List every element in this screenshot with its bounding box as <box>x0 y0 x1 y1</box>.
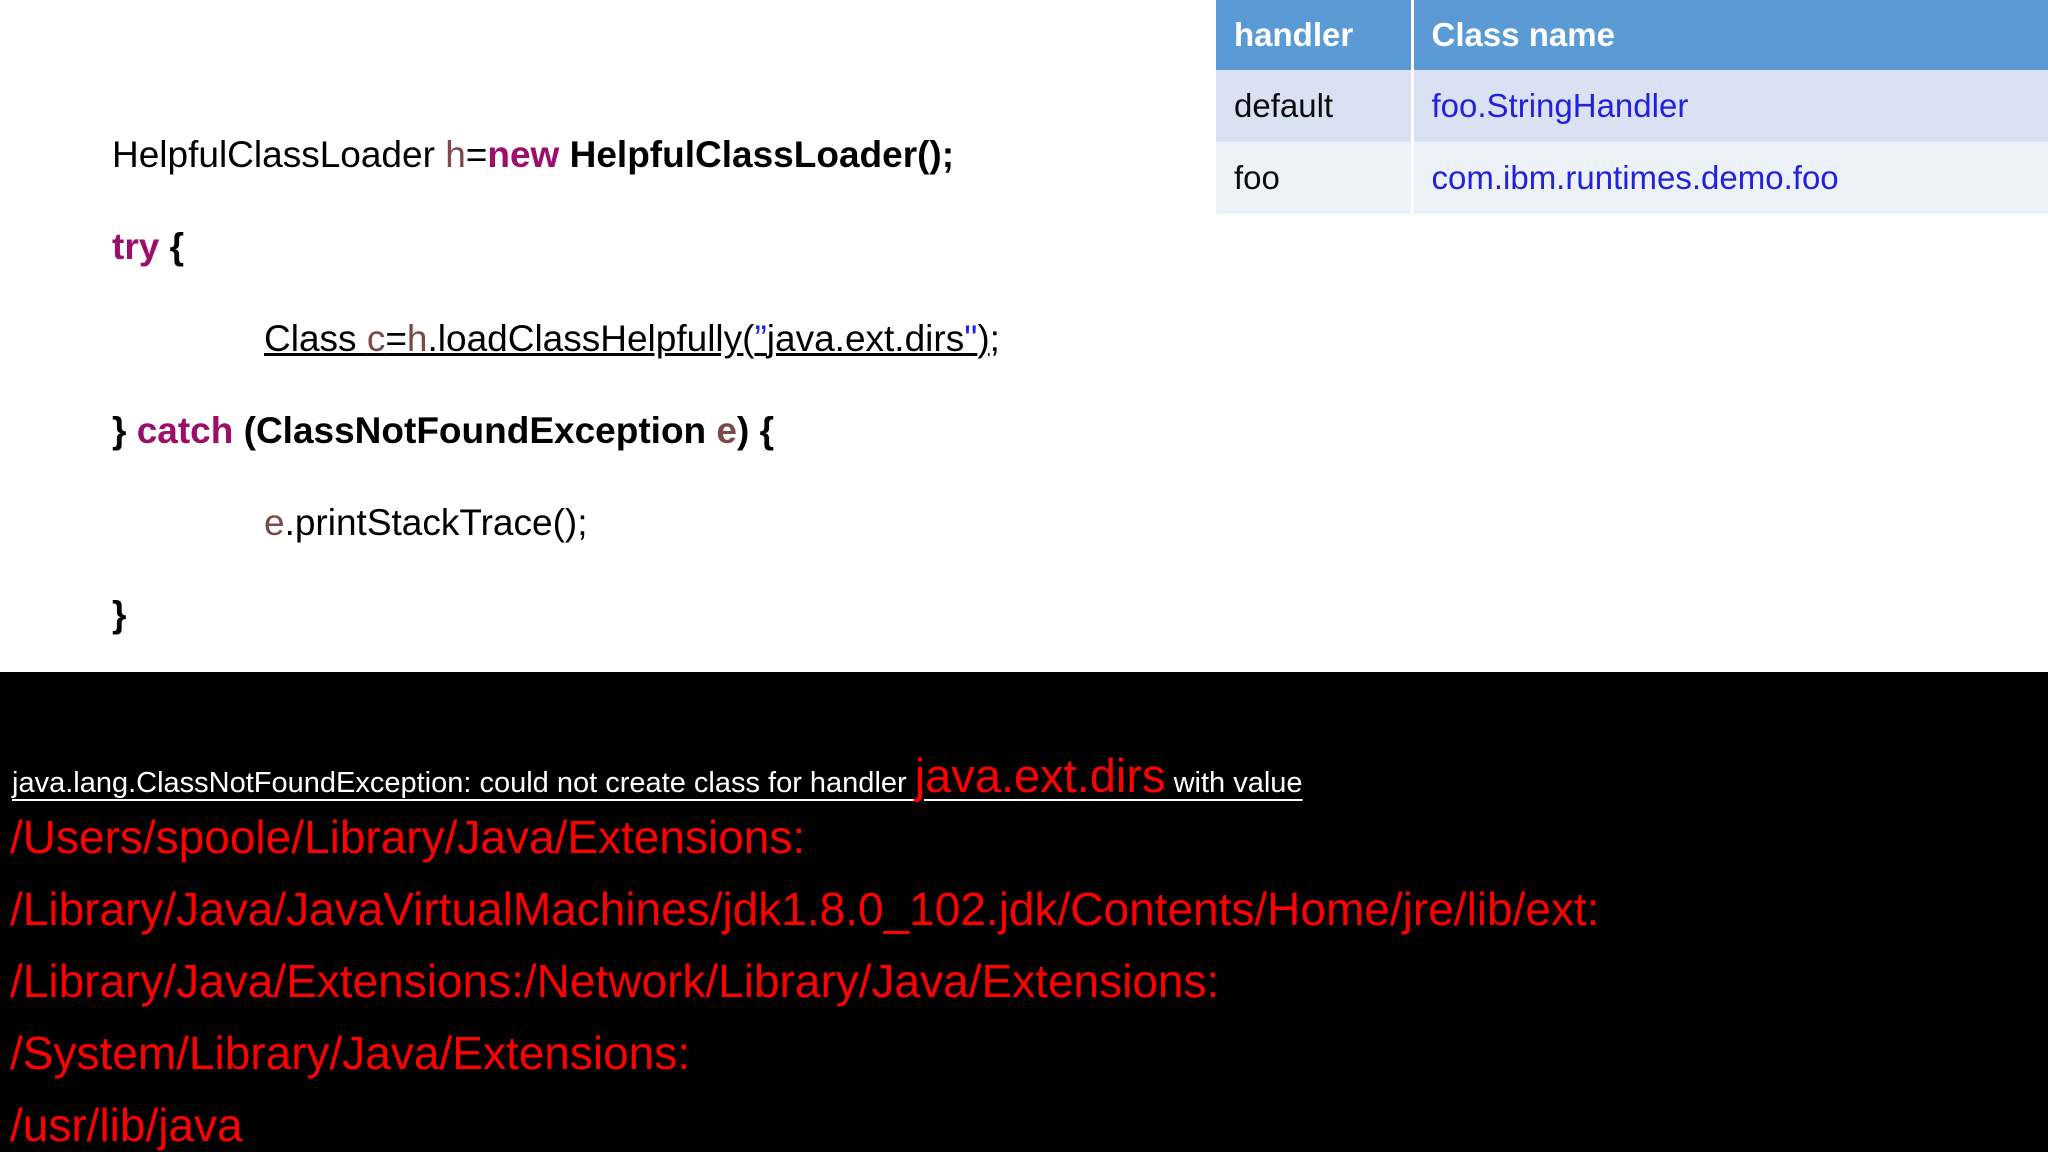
code-token-keyword-try: try <box>112 226 160 267</box>
code-token-method-printstacktrace: .printStackTrace(); <box>284 502 588 543</box>
code-token-catch-open: ) { <box>737 410 774 451</box>
java-code-block: HelpfulClassLoader h=new HelpfulClassLoa… <box>112 136 1192 688</box>
code-token-keyword-catch: catch <box>136 410 234 451</box>
table-row: foo com.ibm.runtimes.demo.foo <box>1216 142 2048 214</box>
console-exception-line: java.lang.ClassNotFoundException: could … <box>12 752 1303 799</box>
code-token-close-brace: } <box>112 594 127 635</box>
console-exception-handler-name: java.ext.dirs <box>914 749 1166 802</box>
handler-class-table: handler Class name default foo.StringHan… <box>1216 0 2048 214</box>
console-path-line: /Library/Java/JavaVirtualMachines/jdk1.8… <box>10 883 1600 935</box>
console-path-line: /Library/Java/Extensions:/Network/Librar… <box>10 955 1220 1007</box>
code-token-close-brace: } <box>112 410 137 451</box>
code-token-exception-type: (ClassNotFoundException <box>233 410 717 451</box>
cell-handler-foo: foo <box>1216 142 1414 214</box>
console-path-line: /Users/spoole/Library/Java/Extensions: <box>10 811 806 863</box>
console-path-line: /usr/lib/java <box>10 1099 243 1151</box>
console-path-line: /System/Library/Java/Extensions: <box>10 1027 691 1079</box>
code-line-loadclass: Class c=h.loadClassHelpfully(”java.ext.d… <box>112 320 1192 412</box>
code-token-open-brace: { <box>159 226 184 267</box>
code-line-declaration: HelpfulClassLoader h=new HelpfulClassLoa… <box>112 136 1192 228</box>
code-line-printstacktrace: e.printStackTrace(); <box>112 504 1192 596</box>
cell-class-name-foo: com.ibm.runtimes.demo.foo <box>1412 142 2048 214</box>
console-exception-prefix: java.lang.ClassNotFoundException: could … <box>12 767 915 799</box>
code-token-assign: = <box>465 134 488 175</box>
table-body: default foo.StringHandler foo com.ibm.ru… <box>1216 70 2048 214</box>
code-token-type: HelpfulClassLoader <box>112 134 446 175</box>
code-token-assign: = <box>385 318 407 359</box>
code-line-try: try { <box>112 228 1192 320</box>
cell-handler-default: default <box>1216 70 1414 142</box>
column-header-class-name: Class name <box>1412 0 2048 70</box>
table-header: handler Class name <box>1216 0 2048 70</box>
code-token-method-call: .loadClassHelpfully( <box>427 318 755 359</box>
console-output-panel: java.lang.ClassNotFoundException: could … <box>0 672 2048 1152</box>
code-token-quote-open: ” <box>754 318 767 359</box>
code-token-string-literal: java.ext.dirs <box>766 318 965 359</box>
code-line-catch: } catch (ClassNotFoundException e) { <box>112 412 1192 504</box>
table-header-row: handler Class name <box>1216 0 2048 70</box>
code-token-variable-h: h <box>406 318 428 359</box>
code-token-variable-h: h <box>445 134 466 175</box>
table-row: default foo.StringHandler <box>1216 70 2048 142</box>
code-token-constructor: HelpfulClassLoader(); <box>559 134 955 175</box>
column-header-handler: handler <box>1216 0 1414 70</box>
code-token-variable-e: e <box>264 502 285 543</box>
code-token-quote-close: " <box>964 318 978 359</box>
cell-class-name-default: foo.StringHandler <box>1412 70 2048 142</box>
code-token-variable-c: c <box>366 318 386 359</box>
code-token-type-class: Class <box>264 318 367 359</box>
code-token-keyword-new: new <box>487 134 560 175</box>
console-exception-suffix: with value <box>1165 767 1303 799</box>
code-token-variable-e: e <box>716 410 737 451</box>
code-token-statement-end: ); <box>977 318 1000 359</box>
code-line-closing-brace: } <box>112 596 1192 688</box>
